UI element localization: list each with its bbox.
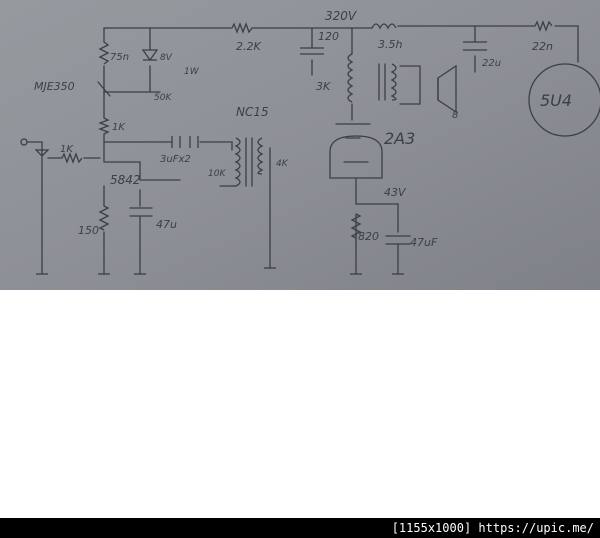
interstage-primary xyxy=(234,137,241,187)
cap-120 xyxy=(300,47,324,55)
resistor-2k2 xyxy=(231,22,253,34)
label-r-820: 820 xyxy=(358,230,379,243)
label-rectifier-tube: 5U4 xyxy=(540,91,572,110)
label-interstage: NC15 xyxy=(236,105,269,119)
label-sec-4k: 4K xyxy=(276,159,289,169)
resistor-150 xyxy=(98,205,110,231)
zener-diode xyxy=(141,49,159,62)
resistor-input xyxy=(61,152,83,164)
label-r-75: 75n xyxy=(110,52,129,63)
label-r-1k-col: 1K xyxy=(112,122,126,133)
label-zener-power: 1W xyxy=(184,67,200,77)
resistor-22 xyxy=(534,20,553,32)
schematic-photo: 320V 75n 8V 1W 2.2K 120 3K 3.5h 22u 22n … xyxy=(0,0,600,290)
label-cap-22u: 22u xyxy=(482,58,501,69)
label-r-50k: 50K xyxy=(154,93,172,103)
resistor-820 xyxy=(350,213,362,239)
label-speaker: 8 xyxy=(452,110,458,121)
label-input-r: 1K xyxy=(60,144,74,155)
resistor-1k xyxy=(98,117,110,135)
label-cap-47uf: 47uF xyxy=(410,236,438,249)
label-sec-10k: 10K xyxy=(208,169,226,179)
label-tube-2a3: 2A3 xyxy=(384,129,415,148)
label-r-22: 22n xyxy=(532,40,553,53)
output-secondary xyxy=(390,63,397,101)
label-cap-120: 120 xyxy=(318,30,339,43)
choke-coil xyxy=(371,23,397,30)
interstage-secondary xyxy=(257,137,264,175)
label-choke: 3.5h xyxy=(378,38,402,51)
white-canvas: 320V 75n 8V 1W 2.2K 120 3K 3.5h 22u 22n … xyxy=(0,0,600,518)
input-pot xyxy=(34,149,50,157)
label-r-2k2: 2.2K xyxy=(236,40,261,53)
cap-22u xyxy=(463,41,487,51)
label-cap-coupling: 3uFx2 xyxy=(160,154,191,165)
label-driver-tube: 5842 xyxy=(110,173,141,187)
resistor-75 xyxy=(98,41,110,65)
image-host-caption: [1155x1000] https://upic.me/ xyxy=(391,521,594,535)
ground-marks xyxy=(36,267,404,275)
input-jack xyxy=(20,138,28,146)
label-r-150: 150 xyxy=(78,224,99,237)
coupling-caps xyxy=(171,136,199,148)
label-transistor: MJE350 xyxy=(34,80,75,93)
components xyxy=(20,20,553,239)
label-cap-47: 47u xyxy=(156,218,177,231)
label-zener: 8V xyxy=(160,53,173,63)
label-voltage-b-plus: 320V xyxy=(325,9,357,23)
output-primary xyxy=(347,53,354,103)
paper-background xyxy=(0,0,600,290)
schematic-drawing: 320V 75n 8V 1W 2.2K 120 3K 3.5h 22u 22n … xyxy=(0,0,600,290)
wires xyxy=(27,25,600,275)
label-r-3k: 3K xyxy=(316,80,331,93)
label-cathode-v: 43V xyxy=(384,186,407,199)
